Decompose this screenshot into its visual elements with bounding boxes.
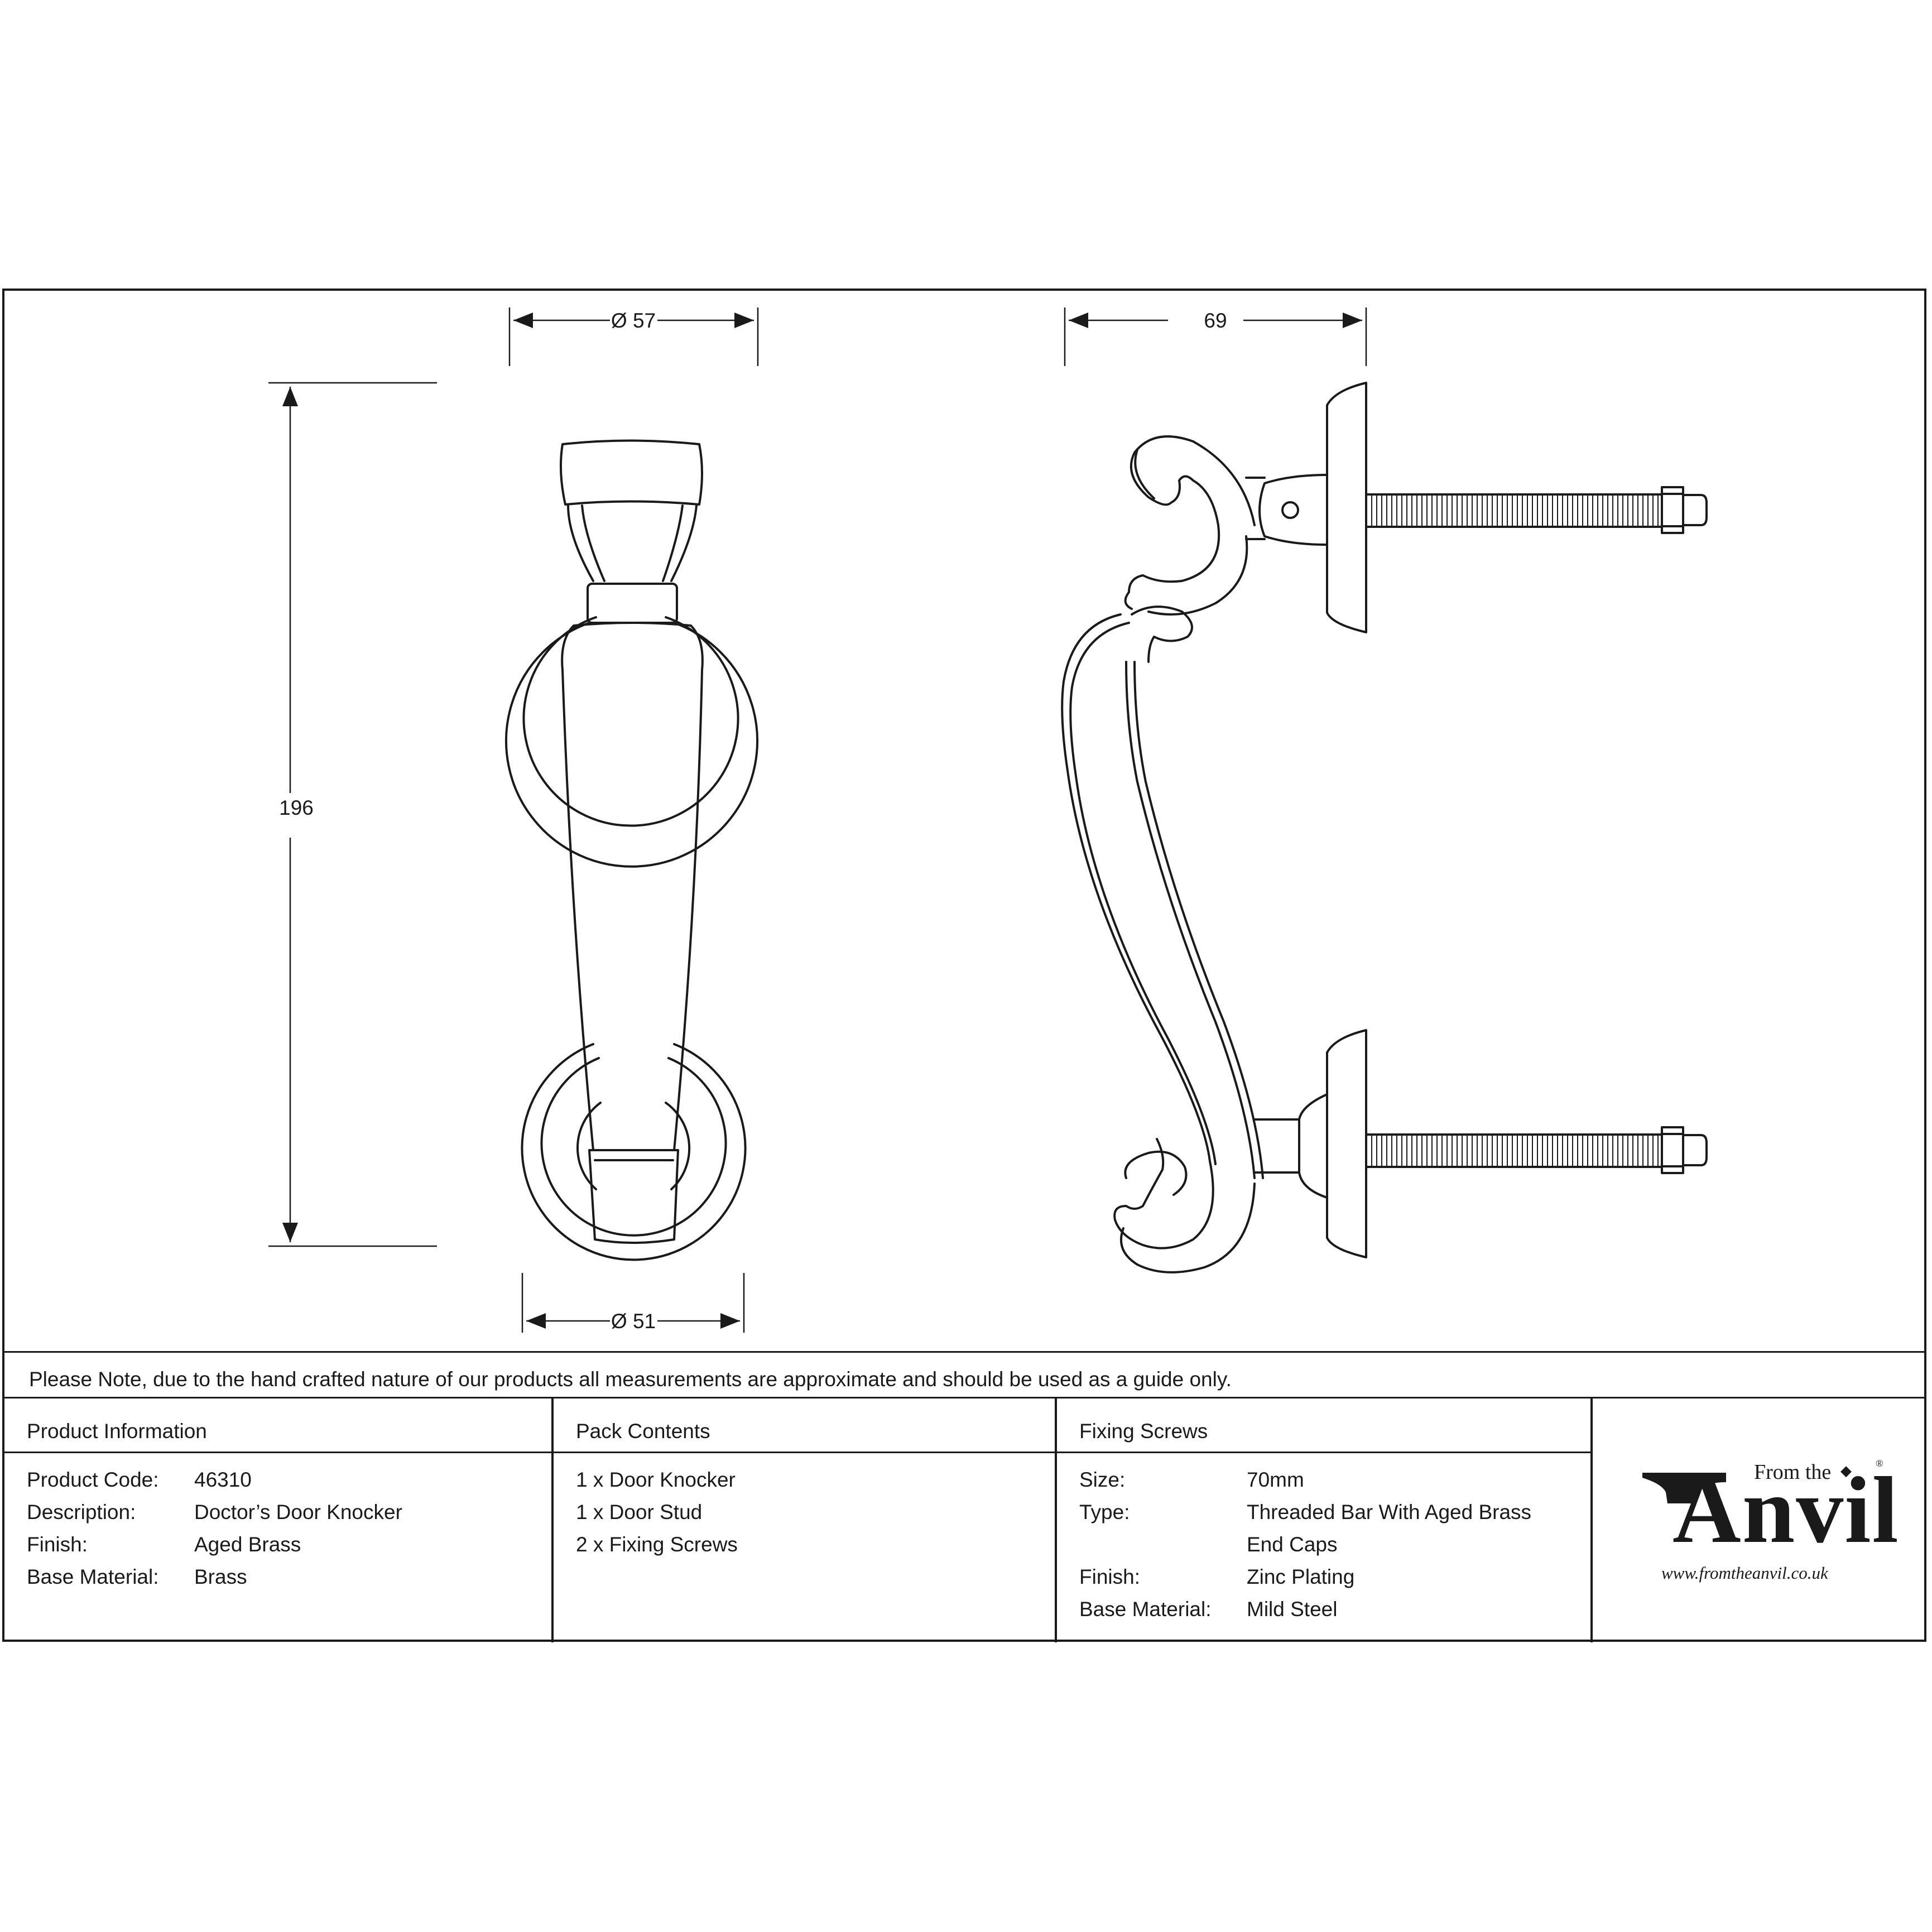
dim-projection: 69 [1204,309,1227,332]
base-material-label: Base Material: [27,1565,159,1588]
screw-type-value-cont: End Caps [1247,1533,1338,1556]
technical-drawing: Ø 57 Ø 51 196 69 [268,307,1708,1333]
product-code-value: 46310 [194,1468,252,1491]
divider-note-bottom [4,1397,1924,1398]
disclaimer-note: Please Note, due to the hand crafted nat… [29,1368,1232,1391]
screw-type-label: Type: [1079,1501,1130,1524]
screw-finish-value: Zinc Plating [1247,1565,1355,1588]
fixing-screw-bottom [1365,1126,1708,1174]
pack-item: 1 x Door Stud [576,1501,703,1524]
pack-item: 1 x Door Knocker [576,1468,736,1491]
column-divider-1 [551,1397,554,1642]
logo-url: www.fromtheanvil.co.uk [1661,1563,1828,1583]
column-divider-2 [1055,1397,1057,1642]
from-the-anvil-logo: From the ◆ ® Anvil www.fromtheanvil.co.u… [1642,1458,1899,1588]
screw-size-value: 70mm [1247,1468,1304,1491]
dim-bottom-width: Ø 51 [611,1310,656,1333]
product-information-heading: Product Information [27,1420,207,1443]
description-value: Doctor’s Door Knocker [194,1501,402,1524]
side-view [1061,382,1367,1273]
screw-type-value: Threaded Bar With Aged Brass [1247,1501,1532,1524]
column-divider-3 [1590,1397,1593,1642]
logo-tagline: From the [1754,1460,1832,1484]
fixing-screw-top [1365,486,1708,534]
screw-finish-label: Finish: [1079,1565,1140,1588]
description-label: Description: [27,1501,136,1524]
drawing-sheet: Ø 57 Ø 51 196 69 Please Note, due to the… [2,289,1926,1642]
pack-contents-heading: Pack Contents [576,1420,710,1443]
registered-mark: ® [1876,1458,1883,1469]
screw-material-value: Mild Steel [1247,1598,1338,1621]
dim-height: 196 [279,796,314,819]
base-material-value: Brass [194,1565,247,1588]
front-view [505,439,758,1261]
anvil-icon [1642,1473,1726,1503]
dim-top-width: Ø 57 [611,309,656,332]
logo-wordmark: Anvil [1673,1458,1900,1563]
screw-material-label: Base Material: [1079,1598,1212,1621]
finish-value: Aged Brass [194,1533,301,1556]
finish-label: Finish: [27,1533,88,1556]
diamond-icon: ◆ [1840,1462,1852,1479]
screw-size-label: Size: [1079,1468,1126,1491]
fixing-screws-heading: Fixing Screws [1079,1420,1208,1443]
pack-item: 2 x Fixing Screws [576,1533,738,1556]
divider-note-top [4,1351,1924,1353]
product-code-label: Product Code: [27,1468,159,1491]
divider-header [4,1452,1592,1453]
